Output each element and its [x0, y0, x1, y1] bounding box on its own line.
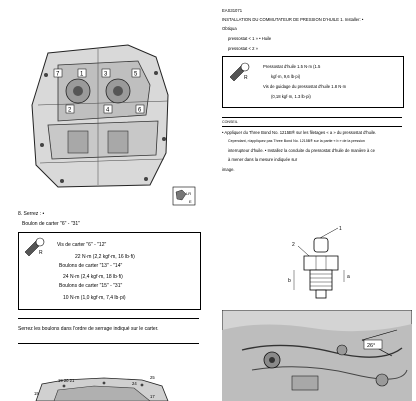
apply-line5: image. — [222, 167, 235, 172]
engine-label-6: 6 — [138, 108, 142, 114]
engine-label-3: 3 — [104, 72, 108, 78]
section-item: Obtiqua — [222, 26, 237, 31]
oil-switch-diagram: 1 2 b a — [280, 224, 370, 304]
apply-line1: • Appliquer du Three Bond No. 1215B® sur… — [222, 130, 377, 135]
bolt-icon — [175, 189, 187, 201]
left-instruction: Serrez les boulons dans l'ordre de serra… — [18, 326, 159, 332]
right-torque-box: R Pressostat d'huile 1.5 N·m (1.5 kgf·m,… — [222, 56, 404, 108]
left-torque-line6: 10 N·m (1,0 kgf·m, 7,4 lb·pi) — [63, 295, 126, 301]
engine-crankcase-illustration: 7 1 3 5 2 4 6 — [18, 35, 178, 195]
left-bolts-range: Boulon de carter "6" - "31" — [22, 221, 80, 227]
svg-text:R: R — [39, 250, 43, 256]
left-step: 8. Serrez : • — [18, 211, 45, 217]
left-divider-2 — [18, 343, 199, 344]
section-sub2: pressostat < 2 » — [228, 46, 258, 51]
seq-label-17: 17 — [150, 394, 155, 399]
switch-label-b: b — [288, 278, 291, 284]
left-torque-box: R Vis de carter "6" - "12" 22 N·m (2,2 k… — [18, 232, 201, 310]
left-torque-line3: Boulons de carter "13" - "14" — [59, 263, 123, 269]
left-torque-line4: 24 N·m (2,4 kgf·m, 18 lb·fi) — [63, 274, 123, 280]
apply-line3: interrupteur d'huile. • Installez la con… — [228, 148, 375, 153]
left-torque-line1: Vis de carter "6" - "12" — [57, 242, 107, 248]
switch-label-a: a — [347, 274, 350, 280]
switch-label-1: 1 — [339, 226, 342, 232]
seq-label-19-21: 19 20 21 — [58, 378, 75, 383]
seq-label-24: 24 — [132, 381, 137, 386]
engine-label-1: 1 — [80, 72, 84, 78]
engine-sequence-figure — [24, 372, 174, 401]
angle-label: 26° — [367, 343, 375, 349]
left-divider-1 — [18, 318, 199, 319]
engine-top-figure: 7 1 3 5 2 4 6 — [18, 35, 178, 195]
seq-label-15: 15 — [34, 391, 39, 396]
icon-lr-label: LR — [186, 191, 191, 196]
right-torque-line1: Pressostat d'huile 1.5 N·m (1.5 — [263, 64, 321, 69]
svg-text:R: R — [244, 75, 248, 81]
apply-line2: Cependant, n'appliquez pas Three Bond No… — [228, 139, 365, 143]
seq-label-25: 25 — [150, 375, 155, 380]
torque-wrench-icon-right: R — [229, 62, 250, 82]
engine-label-4: 4 — [106, 108, 110, 114]
right-torque-line2: kgf·m, 9,6 lb·pi) — [271, 74, 301, 79]
section-code: EAS31071 — [222, 8, 243, 13]
torque-wrench-icon: R — [24, 237, 45, 257]
sealant-icon-figure: LR E — [172, 186, 196, 206]
engine-label-5: 5 — [134, 72, 138, 78]
switch-terminal-icon — [313, 237, 329, 253]
left-torque-line2: 22 N·m (2,2 kgf·m, 16 lb·fi) — [75, 254, 135, 260]
engine-label-7: 7 — [56, 72, 60, 78]
apply-line4: à mener dans la mesure indiquée sur — [228, 157, 298, 162]
section-title: INSTALLATION DU COMMUTATEUR DE PRESSION … — [222, 17, 364, 22]
switch-label-2: 2 — [292, 242, 295, 248]
right-torque-line3: Vis de guidage du pressostat d'huile 1.8… — [263, 84, 347, 89]
engine-right-figure: 26° — [222, 310, 412, 401]
engine-label-2: 2 — [68, 108, 72, 114]
right-torque-line4: (0,18 kgf·m, 1.3 lb·pi) — [271, 94, 311, 99]
switch-hex-body — [303, 255, 339, 271]
right-divider-2 — [222, 126, 402, 127]
note-label: CONSEIL — [222, 120, 238, 124]
right-divider-1 — [222, 117, 402, 118]
icon-e-label: E — [189, 199, 192, 204]
left-torque-line5: Boulons de carter "15" - "31" — [59, 283, 123, 289]
section-sub1: pressostat < 1 » • Huile — [228, 36, 272, 41]
